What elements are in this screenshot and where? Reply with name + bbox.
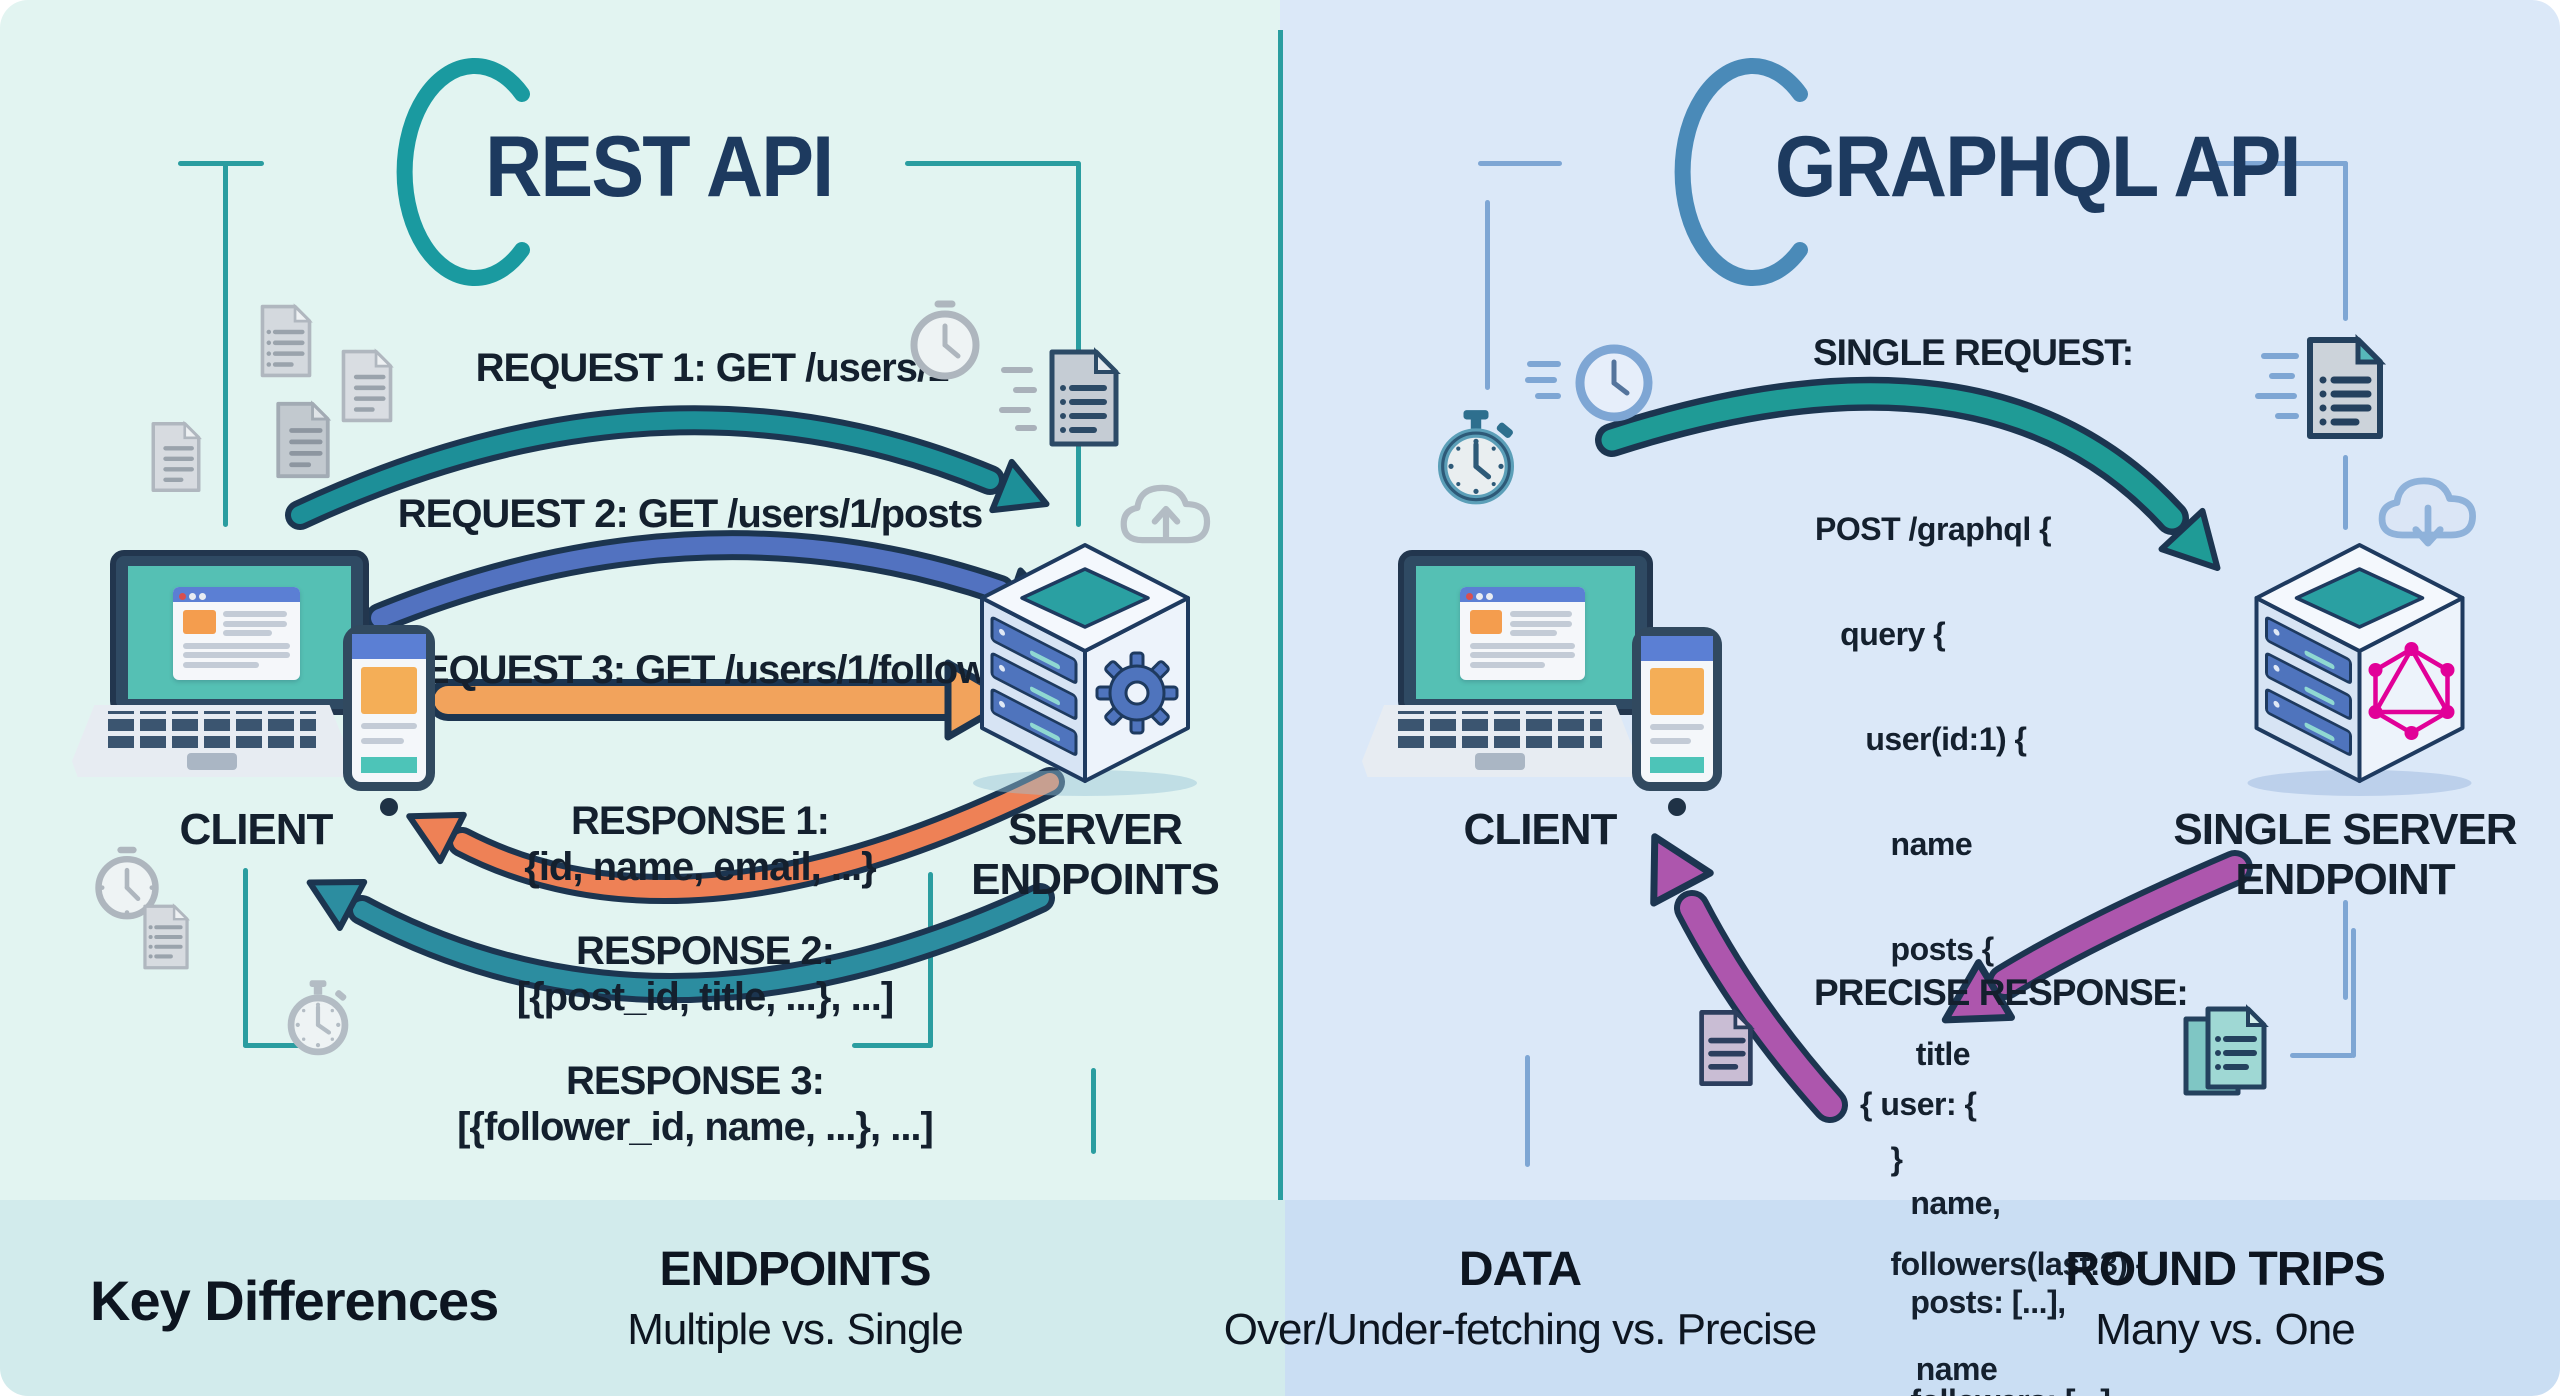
server-cube-icon: [973, 543, 1197, 796]
frame-line: [1091, 1068, 1096, 1154]
request3-label: REQUEST 3: GET /users/1/followers: [395, 648, 1045, 692]
document-icon: [341, 348, 394, 423]
server-cube-icon: [2247, 543, 2472, 796]
frame-line: [2208, 161, 2348, 166]
cloud-download-icon: [2378, 477, 2476, 547]
frame-line: [1525, 1055, 1530, 1167]
c-arc-logo: [1674, 58, 1808, 286]
response1-label: RESPONSE 1: {id, name, email, ...}: [524, 799, 876, 889]
frame-line: [1478, 161, 1562, 166]
clock-icon: [910, 300, 980, 380]
document-speed-icon: [999, 347, 1121, 447]
clock-icon: [95, 846, 159, 920]
precise-response-title: PRECISE RESPONSE:: [1814, 972, 2189, 1013]
key-differences-band: [0, 1200, 2560, 1396]
graphql-client-label: CLIENT: [1463, 805, 1618, 854]
frame-line: [2343, 900, 2348, 1000]
documents-stack-icon: [2183, 1004, 2269, 1096]
footer-col-round-trips: ROUND TRIPS Many vs. One: [2065, 1243, 2386, 1354]
request1-label: REQUEST 1: GET /users/1: [475, 346, 950, 390]
rest-title: REST API: [485, 119, 834, 215]
frame-line: [2351, 928, 2356, 1058]
stopwatch-icon: [1437, 410, 1515, 505]
smartphone-icon: [1632, 627, 1722, 816]
frame-line: [2343, 161, 2348, 321]
document-icon: [143, 903, 190, 970]
cloud-upload-icon: [1120, 484, 1211, 544]
frame-line: [178, 161, 264, 166]
graphql-request-code: POST /graphql { query { user(id:1) { nam…: [1815, 511, 2148, 1387]
graphql-logo-icon: [2368, 642, 2455, 740]
frame-line: [223, 161, 228, 527]
footer-col-data: DATA Over/Under-fetching vs. Precise: [1223, 1243, 1818, 1354]
response3-label: RESPONSE 3: [{follower_id, name, ...}, .…: [457, 1059, 934, 1149]
document-icon: [276, 400, 332, 479]
frame-line: [1485, 200, 1490, 390]
document-icon: [1699, 1007, 1755, 1086]
frame-line: [243, 868, 248, 1048]
frame-line: [2290, 1053, 2354, 1058]
key-differences-heading: Key Differences: [90, 1269, 499, 1332]
document-speed-icon: [2255, 333, 2387, 439]
frame-line: [852, 1043, 933, 1048]
document-icon: [151, 420, 202, 492]
stopwatch-icon: [287, 980, 349, 1056]
request2-label: REQUEST 2: GET /users/1/posts: [397, 492, 984, 536]
footer-col-endpoints: ENDPOINTS Multiple vs. Single: [627, 1243, 964, 1354]
graphql-server-label: SINGLE SERVER ENDPOINT: [2173, 805, 2517, 904]
clock-speed-icon: [1525, 344, 1653, 422]
rest-client-label: CLIENT: [179, 805, 334, 854]
graphql-response-code: { user: { name, posts: [...], followers:…: [1860, 1086, 2111, 1396]
frame-line: [1076, 161, 1081, 527]
response2-label: RESPONSE 2: [{post_id, title, ...}, ...]: [516, 929, 894, 1019]
frame-line: [905, 161, 1080, 166]
panel-divider: [1278, 30, 1283, 1200]
graphql-title: GRAPHQL API: [1774, 119, 2302, 215]
frame-line: [243, 1043, 321, 1048]
rest-server-label: SERVER ENDPOINTS: [971, 805, 1220, 904]
smartphone-icon: [343, 625, 435, 816]
gear-icon: [1095, 651, 1179, 735]
frame-line: [2343, 455, 2348, 530]
c-arc-logo: [396, 58, 530, 286]
document-icon: [260, 303, 313, 378]
single-request-title: SINGLE REQUEST:: [1813, 332, 2134, 373]
